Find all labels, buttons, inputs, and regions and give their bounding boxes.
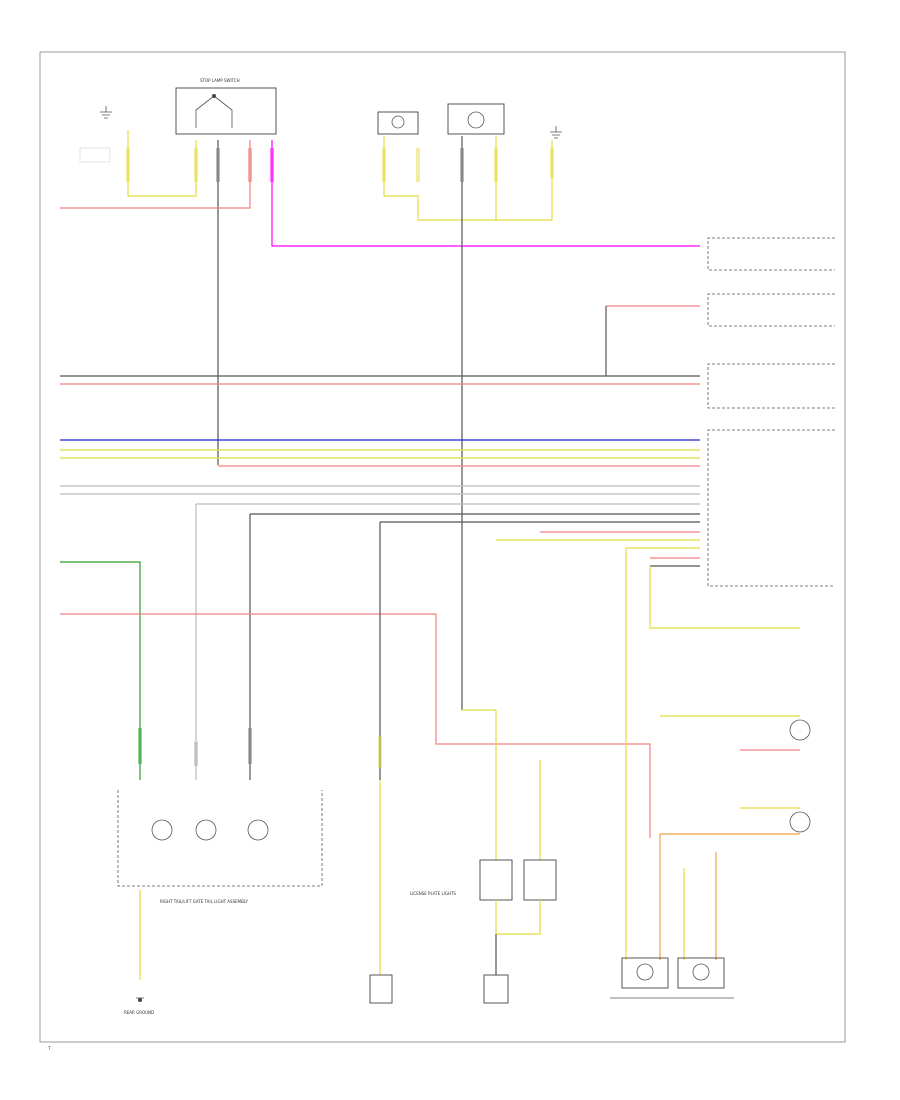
tail-assembly-feeds xyxy=(60,504,651,838)
footer-code: T xyxy=(47,1046,51,1051)
top-center-switch-pair xyxy=(377,103,554,710)
right-tail-label: RIGHT TAIL/LIFT GATE TAIL LIGHT ASSEMBLY xyxy=(160,899,249,904)
rear-ground-label: REAR GROUND xyxy=(124,1010,154,1015)
left-label-block xyxy=(79,147,111,163)
switch-connectors xyxy=(60,130,700,465)
diagram-frame xyxy=(39,51,846,1043)
bus-wires xyxy=(60,305,700,567)
right-module-brackets xyxy=(707,237,835,587)
right-side-lamps xyxy=(610,548,811,999)
right-tail-light-assembly: RIGHT TAIL/LIFT GATE TAIL LIGHT ASSEMBLY xyxy=(117,790,323,999)
ground-symbol-left xyxy=(100,106,112,119)
ground-bottom-left: REAR GROUND xyxy=(124,998,154,1015)
stop-lamp-switch-label: STOP LAMP SWITCH xyxy=(200,78,240,83)
license-plate-lights: LICENSE PLATE LIGHTS xyxy=(369,709,557,1004)
stop-lamp-switch: STOP LAMP SWITCH xyxy=(175,78,277,135)
ground-symbol-top-right xyxy=(550,126,562,139)
license-plate-label: LICENSE PLATE LIGHTS xyxy=(410,891,456,896)
